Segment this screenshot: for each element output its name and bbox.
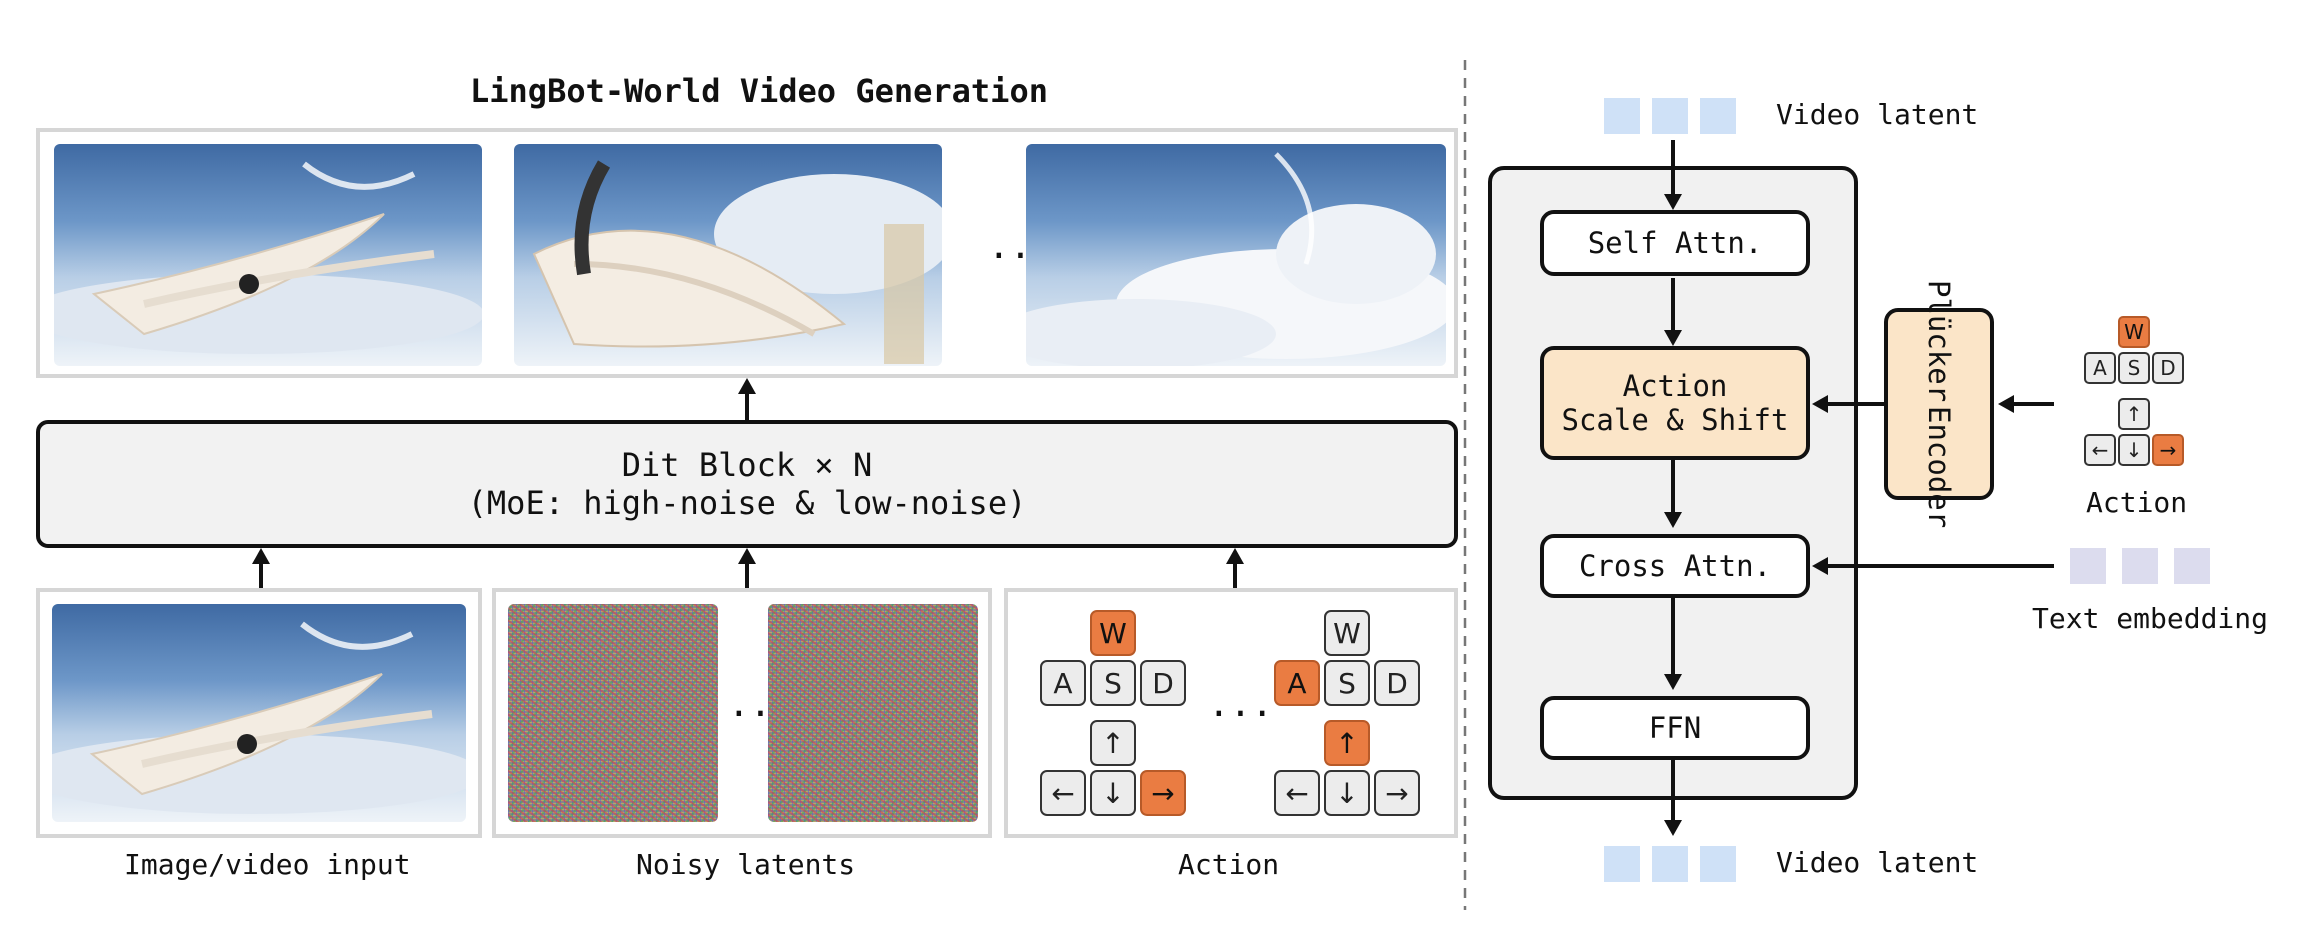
arrow-action-to-dit bbox=[1226, 548, 1244, 590]
plucker-encoder-block: Plücker Encoder bbox=[1884, 280, 1994, 528]
arrow-dit-to-output bbox=[738, 378, 756, 422]
image-input-label: Image/video input bbox=[124, 848, 411, 881]
wing-illustration-input bbox=[52, 621, 466, 814]
video-latent-top-2 bbox=[1652, 98, 1688, 134]
arrow-noisy-to-dit bbox=[738, 548, 756, 590]
small-key-a: A bbox=[2084, 352, 2116, 384]
cross-attn-block: Cross Attn. bbox=[1540, 534, 1810, 598]
action-label: Action bbox=[1178, 848, 1280, 881]
dit-block-line1: Dit Block × N bbox=[621, 446, 873, 484]
text-embedding-3 bbox=[2174, 548, 2210, 584]
key-w-2: W bbox=[1324, 610, 1370, 656]
dit-block-line2: (MoE: high-noise & low-noise) bbox=[467, 484, 1027, 522]
cloud-illustration bbox=[1026, 152, 1446, 366]
dit-block: Dit Block × N (MoE: high-noise & low-noi… bbox=[36, 420, 1458, 548]
noisy-latents-label: Noisy latents bbox=[636, 848, 856, 881]
small-arrow-down-key: ↓ bbox=[2118, 434, 2150, 466]
diagram-title: LingBot-World Video Generation bbox=[470, 72, 1048, 110]
arrow-up-key-2: ↑ bbox=[1324, 720, 1370, 766]
small-key-w: W bbox=[2118, 316, 2150, 348]
action-block-line2: Scale & Shift bbox=[1561, 403, 1789, 437]
output-frame-1 bbox=[54, 144, 482, 366]
video-latent-top-1 bbox=[1604, 98, 1640, 134]
text-embedding-label: Text embedding bbox=[2032, 602, 2269, 635]
output-frame-2 bbox=[514, 144, 942, 366]
video-latent-bottom-2 bbox=[1652, 846, 1688, 882]
small-key-d: D bbox=[2152, 352, 2184, 384]
video-latent-bottom-1 bbox=[1604, 846, 1640, 882]
text-embedding-1 bbox=[2070, 548, 2106, 584]
key-d-1: D bbox=[1140, 660, 1186, 706]
key-a-1: A bbox=[1040, 660, 1086, 706]
arrow-image-to-dit bbox=[252, 548, 270, 590]
right-action-label: Action bbox=[2086, 486, 2188, 519]
action-ellipsis: ... bbox=[1208, 684, 1274, 725]
plucker-line1: Plücker bbox=[1922, 279, 1956, 402]
small-arrow-up-key: ↑ bbox=[2118, 398, 2150, 430]
ffn-block: FFN bbox=[1540, 696, 1810, 760]
arrow-up-key-1: ↑ bbox=[1090, 720, 1136, 766]
arrow-down-key-2: ↓ bbox=[1324, 770, 1370, 816]
section-divider bbox=[1463, 60, 1467, 910]
video-latent-bottom-3 bbox=[1700, 846, 1736, 882]
noise-frame-2 bbox=[768, 604, 978, 822]
image-input-panel bbox=[36, 588, 482, 838]
feather-illustration bbox=[532, 160, 942, 364]
arrow-left-key-2: ← bbox=[1274, 770, 1320, 816]
output-frame-3 bbox=[1026, 144, 1446, 366]
key-s-1: S bbox=[1090, 660, 1136, 706]
action-scale-shift-block: Action Scale & Shift bbox=[1540, 346, 1810, 460]
video-latent-top-3 bbox=[1700, 98, 1736, 134]
small-key-s: S bbox=[2118, 352, 2150, 384]
noisy-latents-panel: ... bbox=[492, 588, 992, 838]
action-panel: W A S D ↑ ← ↓ → ... W A S D ↑ ← ↓ → bbox=[1004, 588, 1458, 838]
text-embedding-2 bbox=[2122, 548, 2158, 584]
video-latent-top-label: Video latent bbox=[1776, 98, 1979, 131]
key-d-2: D bbox=[1374, 660, 1420, 706]
arrow-right-key-1: → bbox=[1140, 770, 1186, 816]
small-arrow-right-key: → bbox=[2152, 434, 2184, 466]
arrow-right-key-2: → bbox=[1374, 770, 1420, 816]
output-frames-panel: ... bbox=[36, 128, 1458, 378]
key-a-2: A bbox=[1274, 660, 1320, 706]
flow-arrows bbox=[1664, 140, 1682, 836]
wing-illustration bbox=[54, 161, 482, 354]
video-latent-bottom-label: Video latent bbox=[1776, 846, 1979, 879]
self-attn-block: Self Attn. bbox=[1540, 210, 1810, 276]
plucker-line2: Encoder bbox=[1922, 406, 1956, 529]
input-frame bbox=[52, 604, 466, 822]
key-s-2: S bbox=[1324, 660, 1370, 706]
key-w-1: W bbox=[1090, 610, 1136, 656]
noise-frame-1 bbox=[508, 604, 718, 822]
side-arrows bbox=[1812, 395, 2054, 575]
small-arrow-left-key: ← bbox=[2084, 434, 2116, 466]
arrow-down-key-1: ↓ bbox=[1090, 770, 1136, 816]
arrow-left-key-1: ← bbox=[1040, 770, 1086, 816]
action-block-line1: Action bbox=[1622, 369, 1728, 403]
